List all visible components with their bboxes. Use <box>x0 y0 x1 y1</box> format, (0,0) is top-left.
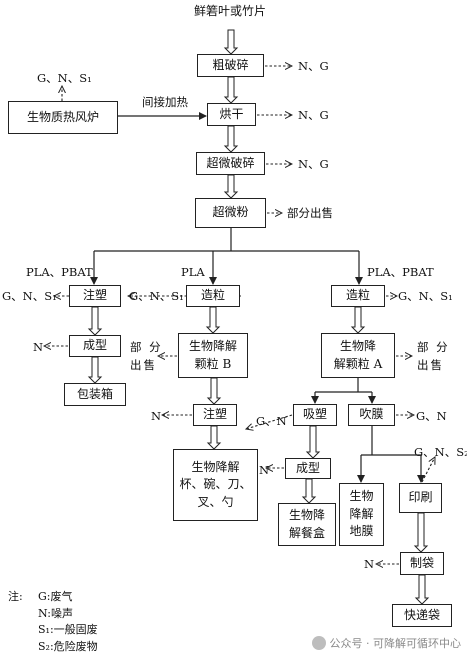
node-dry: 烘干 <box>207 103 256 126</box>
node-express-bag: 快递袋 <box>392 604 452 627</box>
flow-arrow-16 <box>87 356 103 384</box>
flow-arrow-44 <box>414 574 430 605</box>
node-grain-b: 生物降解 颗粒 B <box>178 333 248 378</box>
node-granulate-left: 造粒 <box>186 285 240 307</box>
flow-arrow-2 <box>223 125 239 153</box>
flow-arrow-0 <box>223 29 239 55</box>
flow-arrow-22 <box>206 377 222 405</box>
input-label: 鲜箬叶或竹片 <box>194 4 267 18</box>
emission-gns2-print: G、N、S₂ <box>414 445 467 459</box>
node-granulate-right: 造粒 <box>331 285 385 307</box>
indirect-heat-label: 间接加热 <box>142 95 188 109</box>
flow-arrow-42 <box>413 512 429 553</box>
additive-pla-pbat-left: PLA、PBAT <box>26 265 93 279</box>
additive-pla: PLA <box>181 265 205 279</box>
legend: 注:G:废气 N:噪声 S₁:一般固废 S₂:危险废物 <box>8 589 98 655</box>
flow-arrow-24 <box>206 425 222 450</box>
watermark: 公众号 · 可降解可循环中心 <box>311 635 461 651</box>
legend-prefix: 注: <box>8 590 23 603</box>
emission-n-bag: N <box>364 557 375 571</box>
emission-n-mold: N <box>33 340 44 354</box>
flow-arrow-26 <box>350 306 366 334</box>
emission-n-mold-2: N <box>259 463 270 477</box>
node-ultra-powder: 超微粉 <box>195 198 266 228</box>
partial-sale-b: 部 分 出售 <box>130 340 163 372</box>
partial-sale-label: 部分出售 <box>287 206 333 220</box>
node-biomass-boiler: 生物质热风炉 <box>8 101 118 134</box>
legend-row-n: N:噪声 <box>38 606 73 620</box>
node-blow-film: 吹膜 <box>348 404 395 426</box>
additive-pla-pbat-right: PLA、PBAT <box>367 265 434 279</box>
node-coarse-crush: 粗破碎 <box>197 54 264 77</box>
flow-arrow-20 <box>205 306 221 334</box>
legend-row-g: 注:G:废气 <box>8 589 98 606</box>
emission-gns-granulate-right: G、N、S₁ <box>398 289 453 303</box>
emission-n-injection-2: N <box>151 409 162 423</box>
node-bag-making: 制袋 <box>400 552 444 575</box>
node-mold: 成型 <box>69 335 121 357</box>
flow-arrow-3 <box>223 174 239 199</box>
node-grain-a: 生物降 解颗粒 A <box>321 333 395 378</box>
node-mulch-film: 生物 降解 地膜 <box>339 483 384 546</box>
node-cutlery: 生物降解 杯、碗、刀、 叉、勺 <box>173 449 258 521</box>
flow-arrow-35 <box>301 478 317 504</box>
emission-gns-granulate-left: G、N、S₁ <box>129 289 184 303</box>
partial-sale-a: 部 分 出售 <box>417 340 450 372</box>
flow-arrow-15 <box>87 306 103 336</box>
wechat-icon <box>311 636 326 650</box>
flow-arrow-1 <box>223 76 239 104</box>
emission-ng-2: N、G <box>298 108 329 122</box>
node-injection-2: 注塑 <box>193 404 237 426</box>
legend-row-s2: S₂:危险废物 <box>38 639 98 653</box>
flow-arrow-33 <box>305 425 321 459</box>
emission-ng-1: N、G <box>298 59 329 73</box>
emission-gn-blow: G、N <box>416 409 447 423</box>
node-ultra-crush: 超微破碎 <box>196 152 265 175</box>
emission-gn-thermoform: G、N <box>256 414 287 428</box>
emission-ng-3: N、G <box>298 157 329 171</box>
node-thermoform: 吸塑 <box>293 404 337 426</box>
node-packaging-box: 包装箱 <box>64 383 126 406</box>
legend-row-s1: S₁:一般固废 <box>38 623 98 636</box>
node-mold-2: 成型 <box>285 458 331 479</box>
node-print: 印刷 <box>399 483 442 513</box>
emission-arrow-41 <box>421 457 435 483</box>
node-injection-1: 注塑 <box>69 285 121 307</box>
emission-gns-boiler: G、N、S₁ <box>37 71 92 85</box>
emission-arrow-32 <box>246 414 293 429</box>
emission-gns-injection: G、N、S₁ <box>2 289 57 303</box>
node-tray: 生物降 解餐盒 <box>278 503 336 546</box>
